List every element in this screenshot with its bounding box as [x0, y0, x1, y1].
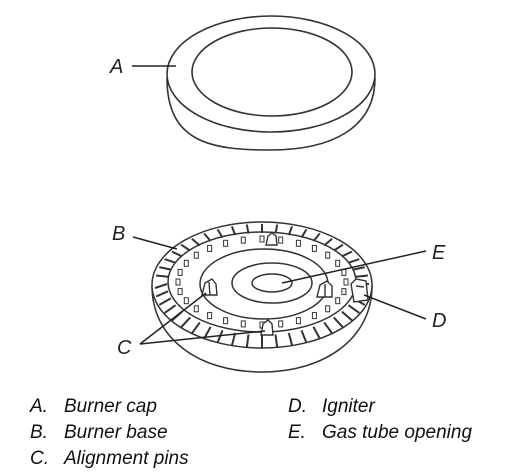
crown-notch [311, 312, 317, 320]
burner-port [347, 304, 360, 314]
igniter [350, 278, 369, 303]
legend-item-d: D. Igniter [288, 396, 375, 418]
leader-line-b [132, 236, 178, 250]
leader-line-c2 [139, 330, 266, 345]
callout-a: A [109, 56, 123, 78]
burner-port [191, 237, 201, 247]
burner-port [155, 274, 169, 278]
crown-notch [240, 236, 246, 244]
burner-port [180, 316, 191, 328]
burner-base-illustration [151, 221, 373, 373]
alignment-pin-left [201, 278, 218, 296]
burner-port [159, 266, 172, 271]
leader-line-e [281, 250, 427, 284]
burner-port [274, 224, 279, 234]
burner-port [323, 237, 333, 247]
crown-notch [335, 297, 341, 305]
burner-port [348, 258, 360, 264]
legend-label: Burner cap [64, 396, 157, 417]
crown-notch [295, 317, 301, 325]
crown-notch [193, 251, 199, 259]
burner-port [154, 283, 168, 289]
burner-cap-illustration [166, 15, 376, 151]
burner-port [158, 297, 172, 306]
crown-notch [183, 297, 189, 305]
burner-port [287, 332, 294, 346]
legend-label: Igniter [322, 396, 375, 417]
legend-key: D. [288, 396, 307, 417]
crown-notch [259, 235, 265, 243]
crown-notch [177, 268, 183, 276]
crown-notch [177, 288, 183, 296]
burner-port [312, 326, 321, 339]
crown-notch [183, 259, 189, 267]
callout-d: D [432, 310, 446, 332]
burner-ports [154, 224, 369, 348]
legend-key: E. [288, 422, 306, 443]
burner-diagram: A [109, 15, 446, 373]
crown-notch [240, 320, 246, 328]
legend-label: Gas tube opening [322, 422, 473, 443]
legend-item-a: A. Burner cap [30, 396, 157, 418]
crown-notch [311, 244, 317, 252]
legend-item-b: B. Burner base [30, 422, 168, 444]
burner-port [155, 290, 169, 298]
burner-port [171, 250, 183, 258]
burner-port [355, 274, 369, 278]
crown-notch [325, 251, 331, 259]
burner-port [352, 266, 365, 271]
alignment-pin-back [265, 232, 278, 246]
burner-port [230, 226, 237, 236]
burner-port [203, 232, 212, 242]
burner-port [300, 228, 308, 239]
crown-notch [325, 305, 331, 313]
leader-line-d [363, 294, 427, 320]
alignment-pin-right [316, 280, 333, 298]
burner-port [164, 258, 176, 264]
crown-notch [278, 236, 284, 244]
burner-port [191, 321, 201, 334]
burner-port [323, 321, 333, 334]
crown-notch [207, 312, 213, 320]
burner-port [216, 330, 224, 343]
burner-port [230, 332, 237, 346]
burner-port [274, 334, 279, 348]
burner-port [312, 232, 321, 242]
legend-key: B. [30, 422, 48, 443]
legend-label: Burner base [64, 422, 168, 443]
callout-c: C [117, 337, 132, 359]
crown-notch [223, 317, 229, 325]
burner-port [300, 330, 308, 343]
burner-port [341, 310, 353, 322]
callout-e: E [432, 242, 446, 264]
burner-port [333, 316, 344, 328]
burner-port [180, 243, 191, 252]
legend-key: A. [30, 396, 48, 417]
crown-notch [295, 239, 301, 247]
callout-b: B [112, 223, 125, 245]
crown-notch [207, 244, 213, 252]
legend-label: Alignment pins [64, 448, 189, 469]
crown-notch [335, 259, 341, 267]
burner-port [164, 304, 177, 314]
crown-notch [175, 278, 181, 286]
burner-port [216, 228, 224, 239]
burner-port [333, 243, 344, 252]
legend-item-e: E. Gas tube opening [288, 422, 472, 444]
crown-notch [278, 320, 284, 328]
crown-notch [193, 305, 199, 313]
parts-legend: A. Burner cap B. Burner base C. Alignment p… [0, 396, 513, 474]
crown-notch [341, 288, 347, 296]
burner-port [287, 226, 294, 236]
burner-port [245, 224, 250, 234]
burner-port [245, 334, 250, 348]
legend-item-c: C. Alignment pins [30, 448, 189, 470]
legend-key: C. [30, 448, 49, 469]
crown-notch [223, 239, 229, 247]
leader-line-c1 [139, 292, 207, 345]
crown-notch [343, 278, 349, 286]
burner-port [341, 250, 353, 258]
